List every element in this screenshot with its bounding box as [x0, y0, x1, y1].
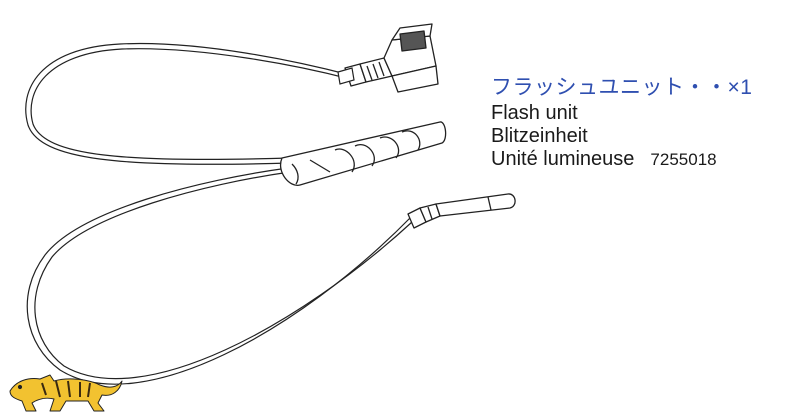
wire-cable-icon [337, 67, 355, 85]
part-name-german: Blitzeinheit [491, 125, 588, 147]
wire-terminal-icon [407, 193, 516, 229]
wire-cable-icon [25, 42, 413, 385]
part-name-japanese: フラッシュユニット・・×1 [491, 76, 753, 99]
tiger-logo [9, 374, 123, 412]
part-name-english: Flash unit [491, 102, 578, 124]
part-name-french-row: Unité lumineuse 7255018 [491, 148, 791, 171]
flash-tube-icon [279, 121, 447, 186]
part-number: 7255018 [650, 150, 717, 169]
connector-plug-icon [344, 23, 439, 93]
part-description: フラッシュユニット・・×1 Flash unit Blitzeinheit Un… [491, 74, 791, 171]
part-name-french: Unité lumineuse [491, 148, 635, 170]
